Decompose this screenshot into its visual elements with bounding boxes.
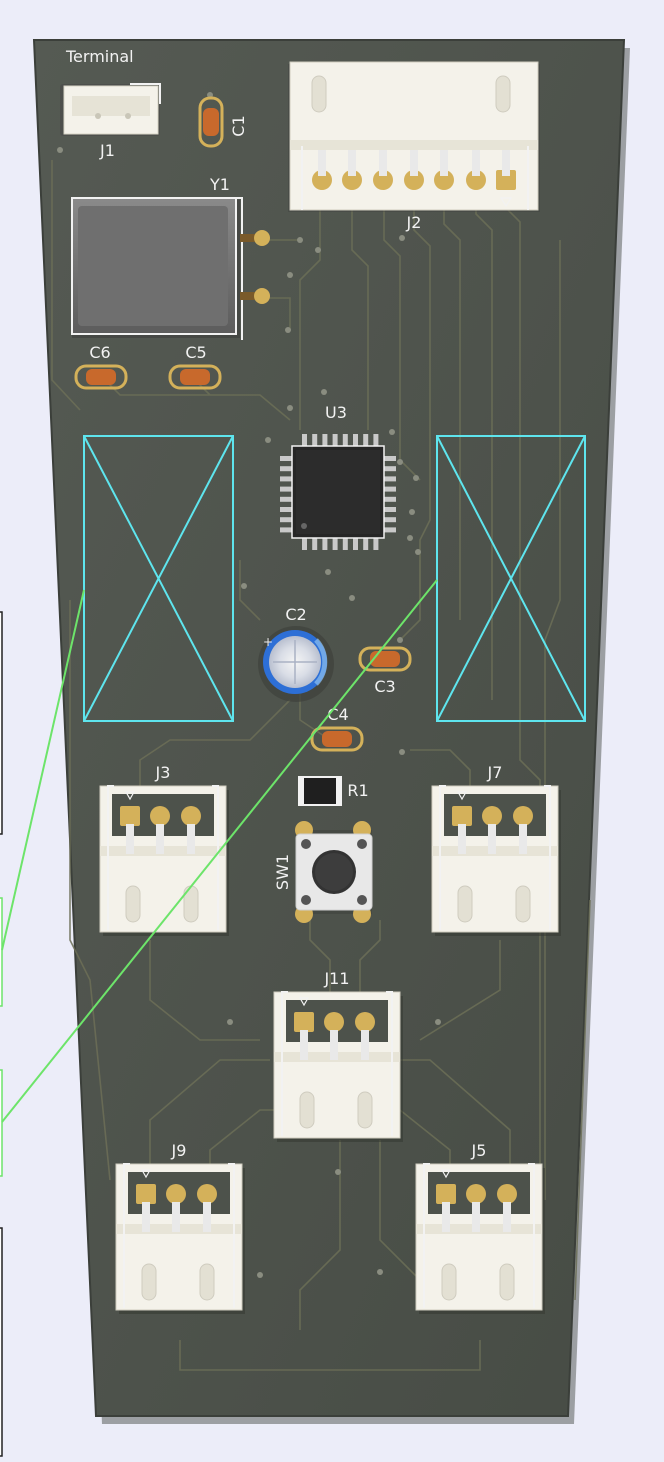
capacitor-c5[interactable] [168, 364, 222, 390]
ratsnest-lines [1, 579, 438, 1123]
sw1-label: SW1 [273, 854, 292, 890]
capacitor-c6[interactable] [74, 364, 128, 390]
connector-j9[interactable]: J9 [115, 1141, 245, 1314]
side-panel-bottom [0, 1227, 3, 1457]
c6-label: C6 [89, 343, 110, 362]
connector-j3[interactable]: J3 [99, 763, 229, 936]
c3-label: C3 [374, 677, 395, 696]
connector-j1[interactable] [60, 83, 161, 136]
capacitor-c4[interactable] [310, 726, 364, 752]
side-panel-mid2 [0, 1069, 3, 1177]
c4-label: C4 [327, 705, 348, 724]
keepout-right [436, 435, 586, 722]
resistor-r1[interactable] [298, 776, 342, 806]
j2-label: J2 [406, 213, 422, 232]
svg-text:+: + [263, 635, 273, 649]
crystal-y1[interactable] [71, 197, 270, 340]
u3-label: U3 [325, 403, 347, 422]
j3-label: J3 [155, 763, 171, 782]
keepout-left [83, 435, 234, 722]
c1-label: C1 [229, 115, 248, 136]
j7-label: J7 [487, 763, 503, 782]
c5-label: C5 [185, 343, 206, 362]
y1-label: Y1 [209, 175, 230, 194]
connector-j2[interactable] [288, 61, 540, 212]
terminal-label: Terminal [65, 47, 134, 66]
j9-label: J9 [171, 1141, 187, 1160]
j5-label: J5 [471, 1141, 487, 1160]
switch-sw1[interactable] [295, 821, 373, 923]
capacitor-c1[interactable] [198, 96, 224, 148]
vias [57, 92, 441, 1278]
connector-j5[interactable]: J5 [415, 1141, 545, 1314]
connector-j7[interactable]: J7 [431, 763, 561, 936]
r1-label: R1 [347, 781, 368, 800]
j11-label: J11 [323, 969, 349, 988]
side-panel-mid [0, 897, 3, 1007]
connector-j11[interactable]: J11 [273, 969, 403, 1142]
side-panel-top [0, 611, 3, 835]
capacitor-c2[interactable]: + [258, 626, 334, 702]
left-side-panels [0, 611, 3, 1457]
j1-label: J1 [99, 141, 115, 160]
ic-u3[interactable] [280, 434, 396, 550]
c2-label: C2 [285, 605, 306, 624]
